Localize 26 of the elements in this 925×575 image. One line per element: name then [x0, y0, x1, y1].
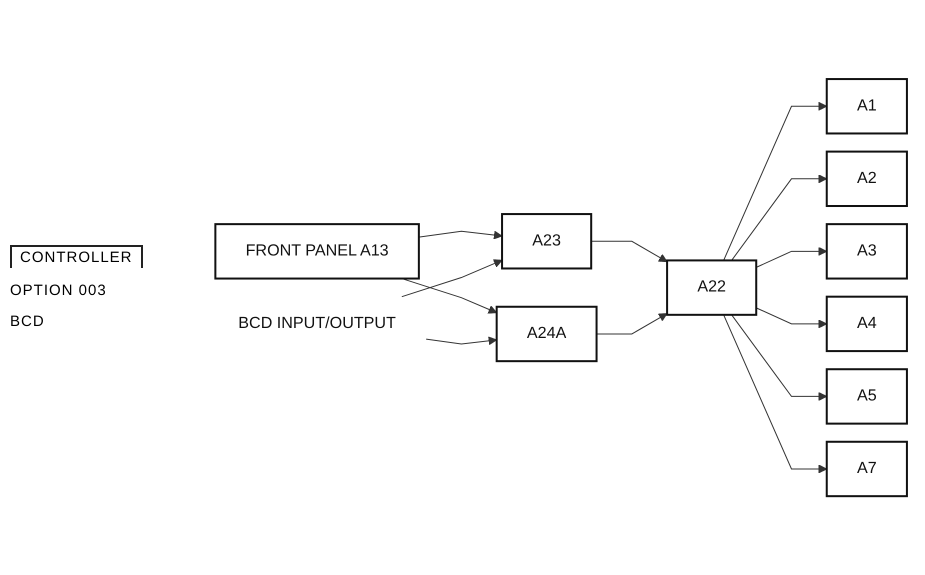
arrow	[596, 312, 668, 334]
node-text: BCD INPUT/OUTPUT	[238, 314, 396, 332]
arrow	[723, 102, 828, 260]
group-bracket-label: CONTROLLER	[10, 245, 143, 268]
node-box: FRONT PANEL A13	[214, 223, 420, 280]
arrow	[402, 278, 498, 314]
arrow	[723, 314, 828, 474]
node-box: A1	[826, 78, 908, 134]
note-text: BCD	[10, 313, 45, 330]
arrow	[756, 307, 828, 328]
arrow	[418, 230, 502, 240]
arrow	[731, 314, 828, 401]
note-text: OPTION 003	[10, 282, 107, 299]
node-box: A7	[826, 440, 908, 498]
arrow	[731, 174, 828, 261]
arrow	[756, 246, 828, 268]
node-box: A24A	[496, 306, 598, 362]
node-box: A4	[826, 296, 908, 352]
arrow	[402, 259, 502, 298]
node-box: A5	[826, 368, 908, 425]
node-box: A2	[826, 150, 908, 207]
node-box: A22	[666, 259, 758, 316]
arrow	[591, 240, 668, 262]
arrow	[426, 336, 498, 346]
node-box: A23	[501, 212, 592, 270]
node-box: A3	[826, 223, 908, 280]
